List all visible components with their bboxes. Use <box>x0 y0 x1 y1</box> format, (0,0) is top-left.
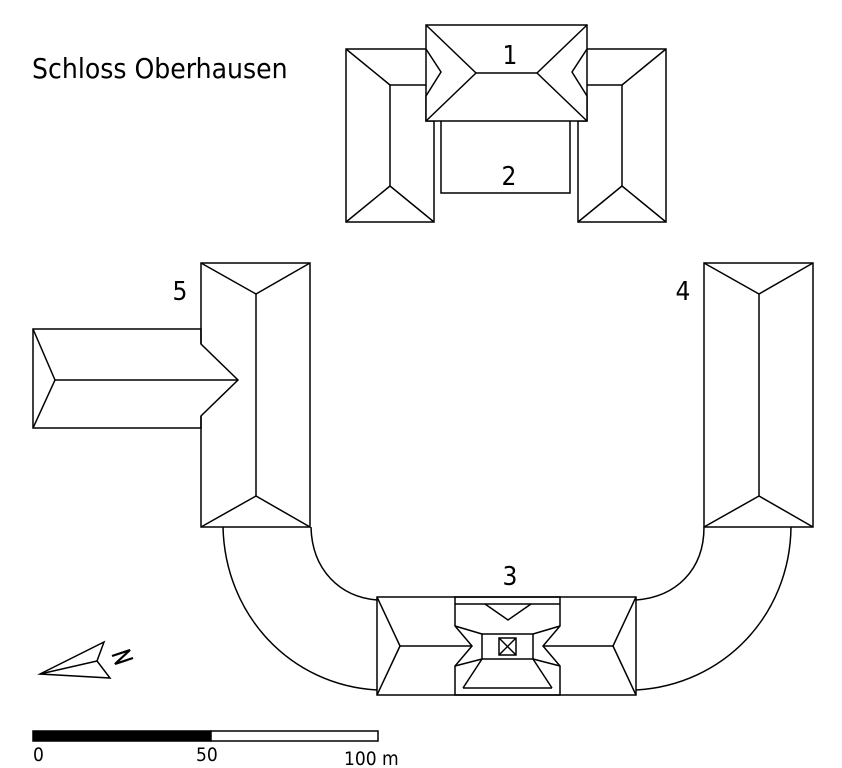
scale-bar: 0 50 100 m <box>32 730 399 768</box>
scale-bar-black-segment <box>32 730 212 742</box>
building-1-left-wing <box>345 48 435 223</box>
left-gallery-inner <box>310 526 378 601</box>
building-5-annex <box>32 328 240 429</box>
building-2-label: 2 <box>502 162 517 192</box>
building-3-label: 3 <box>503 562 518 592</box>
building-1-center <box>425 24 588 122</box>
building-1: 1 <box>345 24 667 223</box>
right-gallery-outer <box>635 526 792 691</box>
curved-galleries <box>222 526 792 691</box>
building-1-label: 1 <box>503 41 518 71</box>
plan-title: Schloss Oberhausen <box>32 52 288 85</box>
building-4: 4 <box>676 262 814 528</box>
scale-bar-white-segment <box>210 730 379 742</box>
building-3: 3 <box>376 562 637 696</box>
building-5-block <box>200 262 311 528</box>
left-gallery-outer <box>222 526 378 691</box>
north-arrow <box>37 640 134 679</box>
building-4-label: 4 <box>676 277 691 307</box>
scale-label-100: 100 m <box>344 748 399 768</box>
building-2: 2 <box>440 121 571 194</box>
scale-label-50: 50 <box>196 744 218 766</box>
right-gallery-inner <box>635 526 705 601</box>
scale-label-0: 0 <box>33 744 44 766</box>
building-1-right-wing <box>577 48 667 223</box>
building-5: 5 <box>32 262 311 528</box>
building-5-label: 5 <box>173 277 188 307</box>
north-arrow-n-glyph <box>111 648 134 666</box>
